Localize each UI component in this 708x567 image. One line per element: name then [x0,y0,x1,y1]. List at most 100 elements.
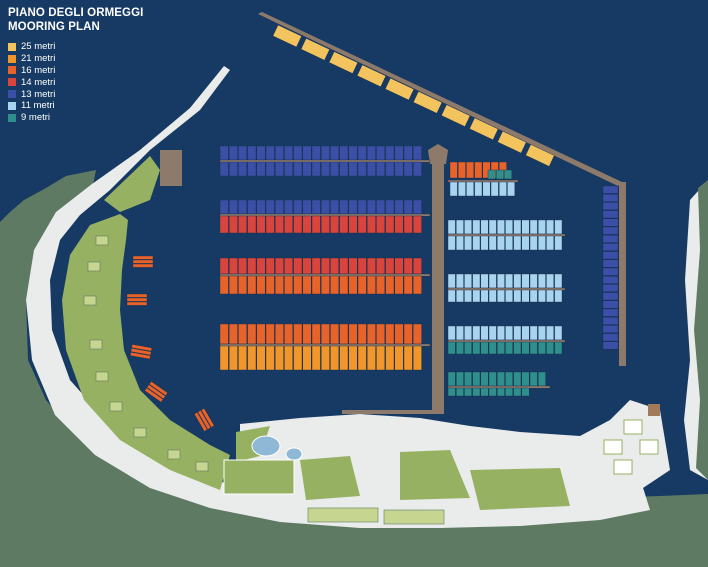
boat [339,323,349,345]
south-building-2 [383,509,445,525]
boat [505,341,513,355]
boat [413,275,422,295]
legend-label: 21 metri [21,53,56,65]
boat [339,161,349,177]
boat [521,341,530,355]
boat [348,215,358,234]
boat [357,145,367,161]
boat [464,325,472,341]
boat [521,273,530,289]
boat [293,161,303,177]
boat [284,145,293,161]
west-buildings [83,235,209,472]
boat [275,323,284,345]
boat [538,325,546,341]
boat [602,218,619,227]
legend-item: 16 metri [8,65,55,77]
boat [413,145,422,161]
boat [602,226,619,235]
boat [275,215,284,234]
legend-swatch [8,66,16,75]
south-pontoon [342,410,438,414]
boat [311,323,321,345]
pond-2 [285,447,303,461]
boat [228,323,238,345]
boat [376,199,385,215]
boat [403,161,413,177]
boat [499,181,507,197]
boat [464,235,472,251]
boat [328,51,358,74]
boat [456,273,464,289]
boat [284,345,293,371]
boat [497,371,505,387]
boat [554,273,563,289]
boat [546,235,555,251]
boat [357,257,367,275]
boat [130,348,152,356]
boat [330,323,339,345]
boat [126,297,148,302]
boat [403,199,413,215]
boat [403,215,413,234]
legend-swatch [8,42,16,51]
legend-item: 21 metri [8,53,55,65]
boat [488,273,497,289]
east-quay [619,182,626,366]
boat [546,289,555,303]
boat [293,199,303,215]
boat [385,323,395,345]
boat [385,215,395,234]
boat [321,215,330,234]
boat [529,289,538,303]
boat [311,345,321,371]
boat [529,371,538,387]
boat [247,215,257,234]
boat [302,257,312,275]
boat [472,371,481,387]
boat [521,387,530,397]
boat [284,161,293,177]
legend-swatch [8,101,16,110]
boat [472,325,481,341]
boat [339,275,349,295]
boat [482,181,491,197]
boat [256,161,266,177]
boat [458,181,466,197]
boat [546,325,555,341]
boat [238,275,247,295]
boat [456,325,464,341]
boat [339,199,349,215]
legend-label: 11 metri [21,100,55,112]
title-italian: PIANO DEGLI ORMEGGI [8,7,144,19]
boat [529,219,538,235]
boat [464,219,472,235]
boat [538,273,546,289]
boat [413,257,422,275]
boat [403,257,413,275]
boat [497,273,505,289]
boat [228,161,238,177]
boat [385,345,395,371]
sports-field [223,459,295,495]
boat [146,384,166,400]
boat [302,275,312,295]
boat [497,325,505,341]
boat [505,371,513,387]
boat [538,371,546,387]
boat [394,275,404,295]
boat [293,145,303,161]
boat [505,325,513,341]
boat [321,145,330,161]
boat [302,145,312,161]
boat [311,215,321,234]
boat [311,257,321,275]
boat [403,145,413,161]
boat [385,275,395,295]
boat [602,284,619,292]
boat [447,325,456,341]
boat [357,199,367,215]
boat [357,215,367,234]
boat [464,273,472,289]
boat [256,323,266,345]
